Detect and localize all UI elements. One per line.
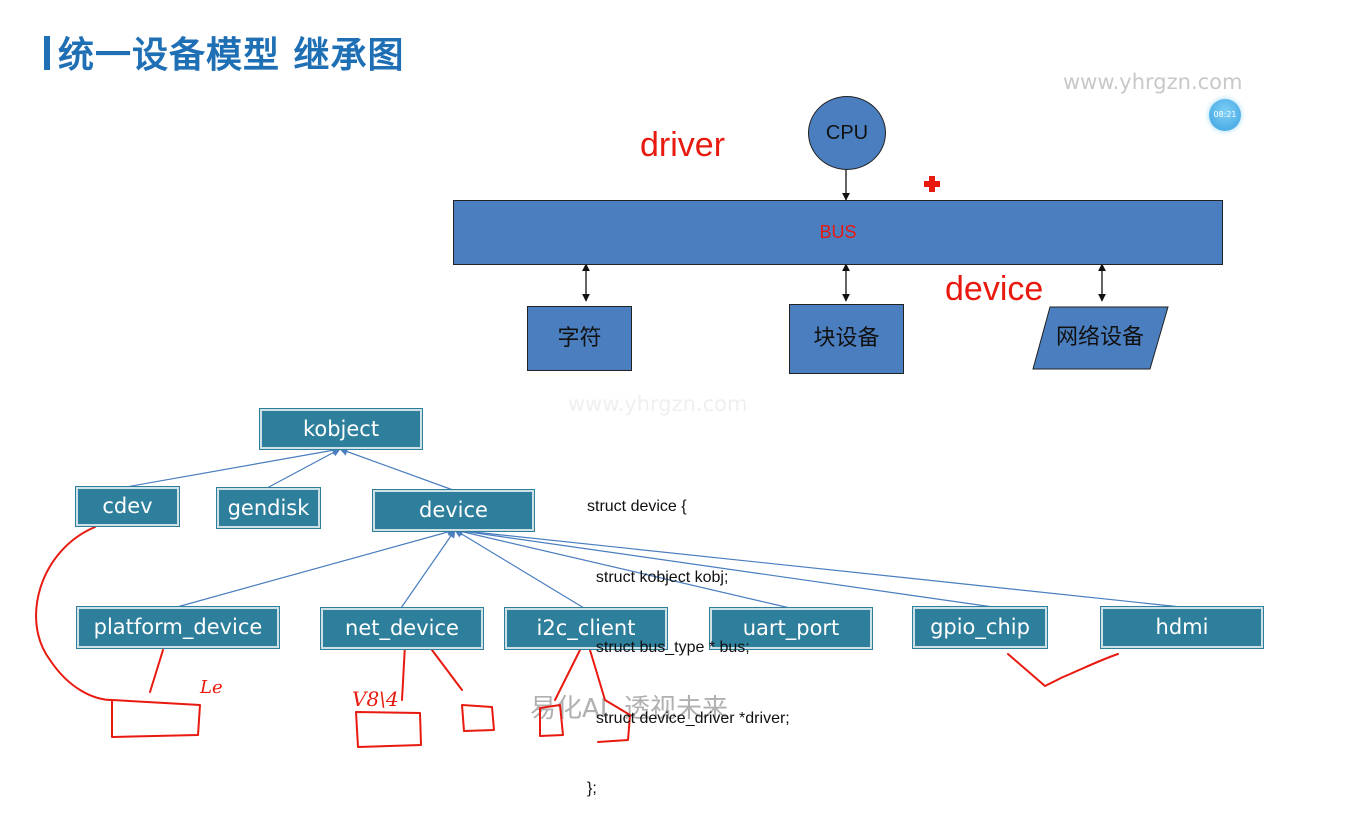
device-label: device	[945, 270, 1044, 308]
scribble-net-box	[355, 711, 422, 748]
driver-label: driver	[640, 126, 726, 164]
watermark-bottom: 易化AI 透视未来	[530, 694, 728, 724]
edge-gpio-device	[454, 526, 994, 608]
node-device[interactable]: device	[373, 490, 534, 531]
code-struct-device: struct device { struct kobject kobj; str…	[587, 448, 790, 824]
edge-i2c-device	[454, 529, 585, 609]
scribble-box-1	[111, 699, 201, 738]
code-line: struct device {	[587, 498, 687, 515]
node-hdmi[interactable]: hdmi	[1101, 607, 1263, 648]
block-device-box[interactable]: 块设备	[789, 304, 904, 374]
node-platform-device[interactable]: platform_device	[77, 607, 279, 648]
page-title: 统一设备模型 继承图	[58, 35, 405, 76]
watermark-middle: www.yhrgzn.com	[568, 392, 748, 416]
code-line: struct bus_type * bus;	[587, 639, 750, 656]
edge-gendisk-kobject	[266, 448, 341, 489]
edge-uart-device	[454, 527, 791, 609]
node-net-device[interactable]: net_device	[321, 608, 483, 649]
scribble-i2c-1	[461, 704, 495, 732]
scribble-i2c-2	[539, 704, 564, 737]
cpu-node[interactable]: CPU	[808, 96, 886, 170]
handwritten-note-le: Le	[199, 677, 223, 698]
clock-badge[interactable]: 08:21	[1209, 99, 1241, 131]
node-gendisk[interactable]: gendisk	[217, 488, 320, 528]
code-line: struct device_driver *driver;	[587, 709, 790, 727]
code-line: };	[587, 780, 597, 797]
handwritten-annotations	[35, 526, 1119, 748]
diagram-connectors: Le V8\4	[35, 168, 1182, 748]
bus-node[interactable]: BUS	[453, 200, 1223, 265]
net-device-label[interactable]: 网络设备	[1055, 325, 1144, 350]
red-plus-icon	[924, 176, 940, 192]
title-accent-bar	[44, 36, 50, 70]
net-device-shape	[1032, 306, 1169, 370]
scribble-cdev-curve	[35, 526, 113, 701]
scribble-platform-stroke	[149, 649, 164, 693]
edge-cdev-kobject	[125, 446, 341, 488]
edge-platform-device	[176, 527, 456, 608]
edge-device-kobject	[339, 447, 454, 491]
node-gpio-chip[interactable]: gpio_chip	[913, 607, 1047, 648]
handwritten-note-net: V8\4	[352, 687, 399, 711]
node-uart-port[interactable]: uart_port	[710, 608, 872, 649]
node-kobject[interactable]: kobject	[260, 409, 422, 449]
node-cdev[interactable]: cdev	[76, 487, 179, 526]
edge-net-device	[400, 529, 456, 609]
edge-hdmi-device	[454, 526, 1182, 608]
scribble-gpio-check	[1007, 653, 1119, 687]
node-i2c-client[interactable]: i2c_client	[505, 608, 667, 649]
scribble-i2c-3	[554, 649, 631, 743]
char-device-box[interactable]: 字符	[527, 306, 632, 371]
code-line: struct kobject kobj;	[587, 568, 729, 586]
watermark-top: www.yhrgzn.com	[1063, 70, 1243, 94]
scribble-net-lines	[401, 644, 463, 701]
